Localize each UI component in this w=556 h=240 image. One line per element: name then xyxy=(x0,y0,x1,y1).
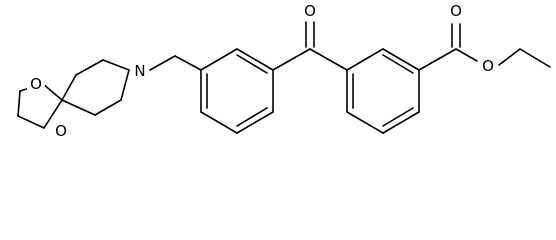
left-benzene-ring xyxy=(200,48,274,134)
dioxolane-oxygen-upper-label: O xyxy=(30,75,42,93)
ester-ether-oxygen-label: O xyxy=(482,57,494,75)
ketone-group xyxy=(272,21,348,71)
ester-carbonyl-oxygen-label: O xyxy=(450,2,462,20)
ketone-oxygen-label: O xyxy=(304,2,316,20)
nitrogen-atom-label: N xyxy=(134,62,145,80)
dioxolane-oxygen-lower-label: O xyxy=(55,122,67,140)
ethyl-ester-group xyxy=(418,23,551,71)
molecule-structure-diagram: N O O O O O xyxy=(17,2,551,140)
methylene-linker xyxy=(149,55,202,71)
right-benzene-ring xyxy=(346,48,420,134)
piperidine-ring xyxy=(61,59,130,116)
structure-canvas: N O O O O O xyxy=(17,2,551,140)
